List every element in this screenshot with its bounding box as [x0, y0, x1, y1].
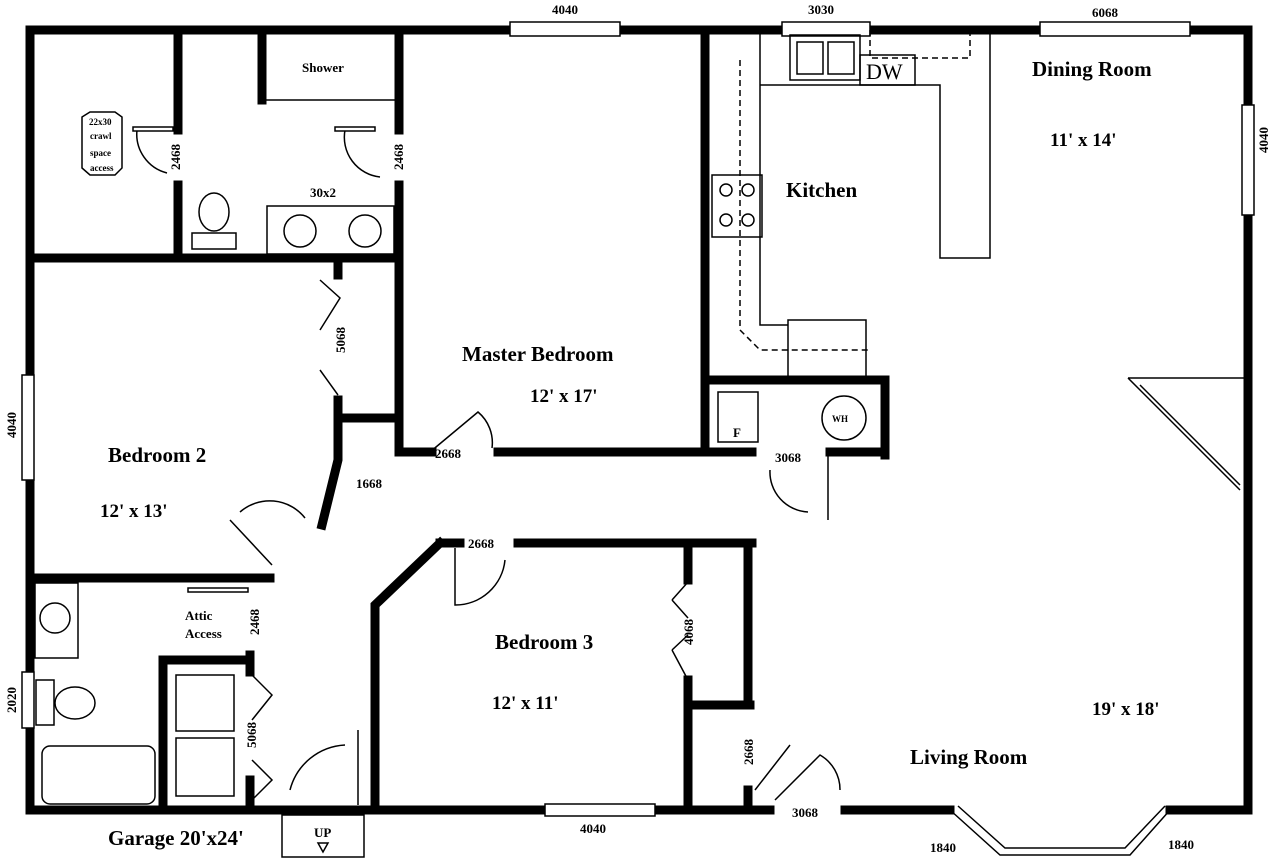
door-label: 2468 [247, 609, 262, 636]
dishwasher-label: DW [866, 59, 903, 84]
stairs-label: UP [314, 825, 331, 840]
door-label: 5068 [333, 327, 348, 354]
room-name-dining: Dining Room [1032, 57, 1152, 81]
room-size-living: 19' x 18' [1092, 699, 1160, 720]
room-name-bedroom2: Bedroom 2 [108, 443, 206, 467]
room-name-master: Master Bedroom [462, 342, 614, 366]
window-label: 1840 [930, 840, 956, 855]
door-label: 2668 [741, 739, 756, 766]
door-label: 4068 [681, 619, 696, 646]
room-name-garage: Garage 20'x24' [108, 826, 244, 850]
kitchen-counters [711, 30, 1248, 491]
door-label: 2668 [435, 446, 462, 461]
room-name-bedroom3: Bedroom 3 [495, 630, 593, 654]
room-size-master: 12' x 17' [530, 386, 598, 407]
door-label: 3068 [792, 805, 819, 820]
door-label: 2468 [168, 144, 183, 171]
window-label: 1840 [1168, 837, 1194, 852]
crawl-label-4: access [90, 163, 114, 173]
door-label: 1668 [356, 476, 383, 491]
windows [21, 21, 1255, 856]
window-label: 4040 [4, 412, 19, 438]
window-label: 6068 [1092, 5, 1119, 20]
furnace-label: F [733, 425, 741, 440]
door-label: 3068 [775, 450, 802, 465]
room-size-bedroom2: 12' x 13' [100, 501, 168, 522]
window-label: 4040 [552, 2, 578, 17]
door-label: 5068 [244, 722, 259, 749]
attic-label-1: Attic [185, 608, 213, 623]
room-name-living: Living Room [910, 745, 1028, 769]
bath-fixtures [34, 111, 395, 858]
crawl-label-3: space [90, 148, 111, 158]
room-name-shower: Shower [302, 60, 344, 75]
room-size-bedroom3: 12' x 11' [492, 693, 559, 714]
door-label: 2468 [391, 144, 406, 171]
room-name-kitchen: Kitchen [786, 178, 857, 202]
crawl-label-1: 22x30 [89, 117, 112, 127]
stairs-arrow-icon [316, 842, 330, 854]
vanity-label: 30x2 [310, 185, 336, 200]
door-swings [132, 126, 841, 805]
attic-label-2: Access [185, 626, 222, 641]
water-heater-label: WH [832, 414, 848, 424]
window-label: 4040 [1256, 127, 1271, 153]
room-size-dining: 11' x 14' [1050, 130, 1117, 151]
door-label: 2668 [468, 536, 495, 551]
window-label: 2020 [4, 687, 19, 713]
crawl-label-2: crawl [90, 131, 112, 141]
exterior-walls [25, 25, 1253, 815]
window-label: 4040 [580, 821, 606, 836]
interior-walls [25, 25, 890, 815]
window-label: 3030 [808, 2, 834, 17]
